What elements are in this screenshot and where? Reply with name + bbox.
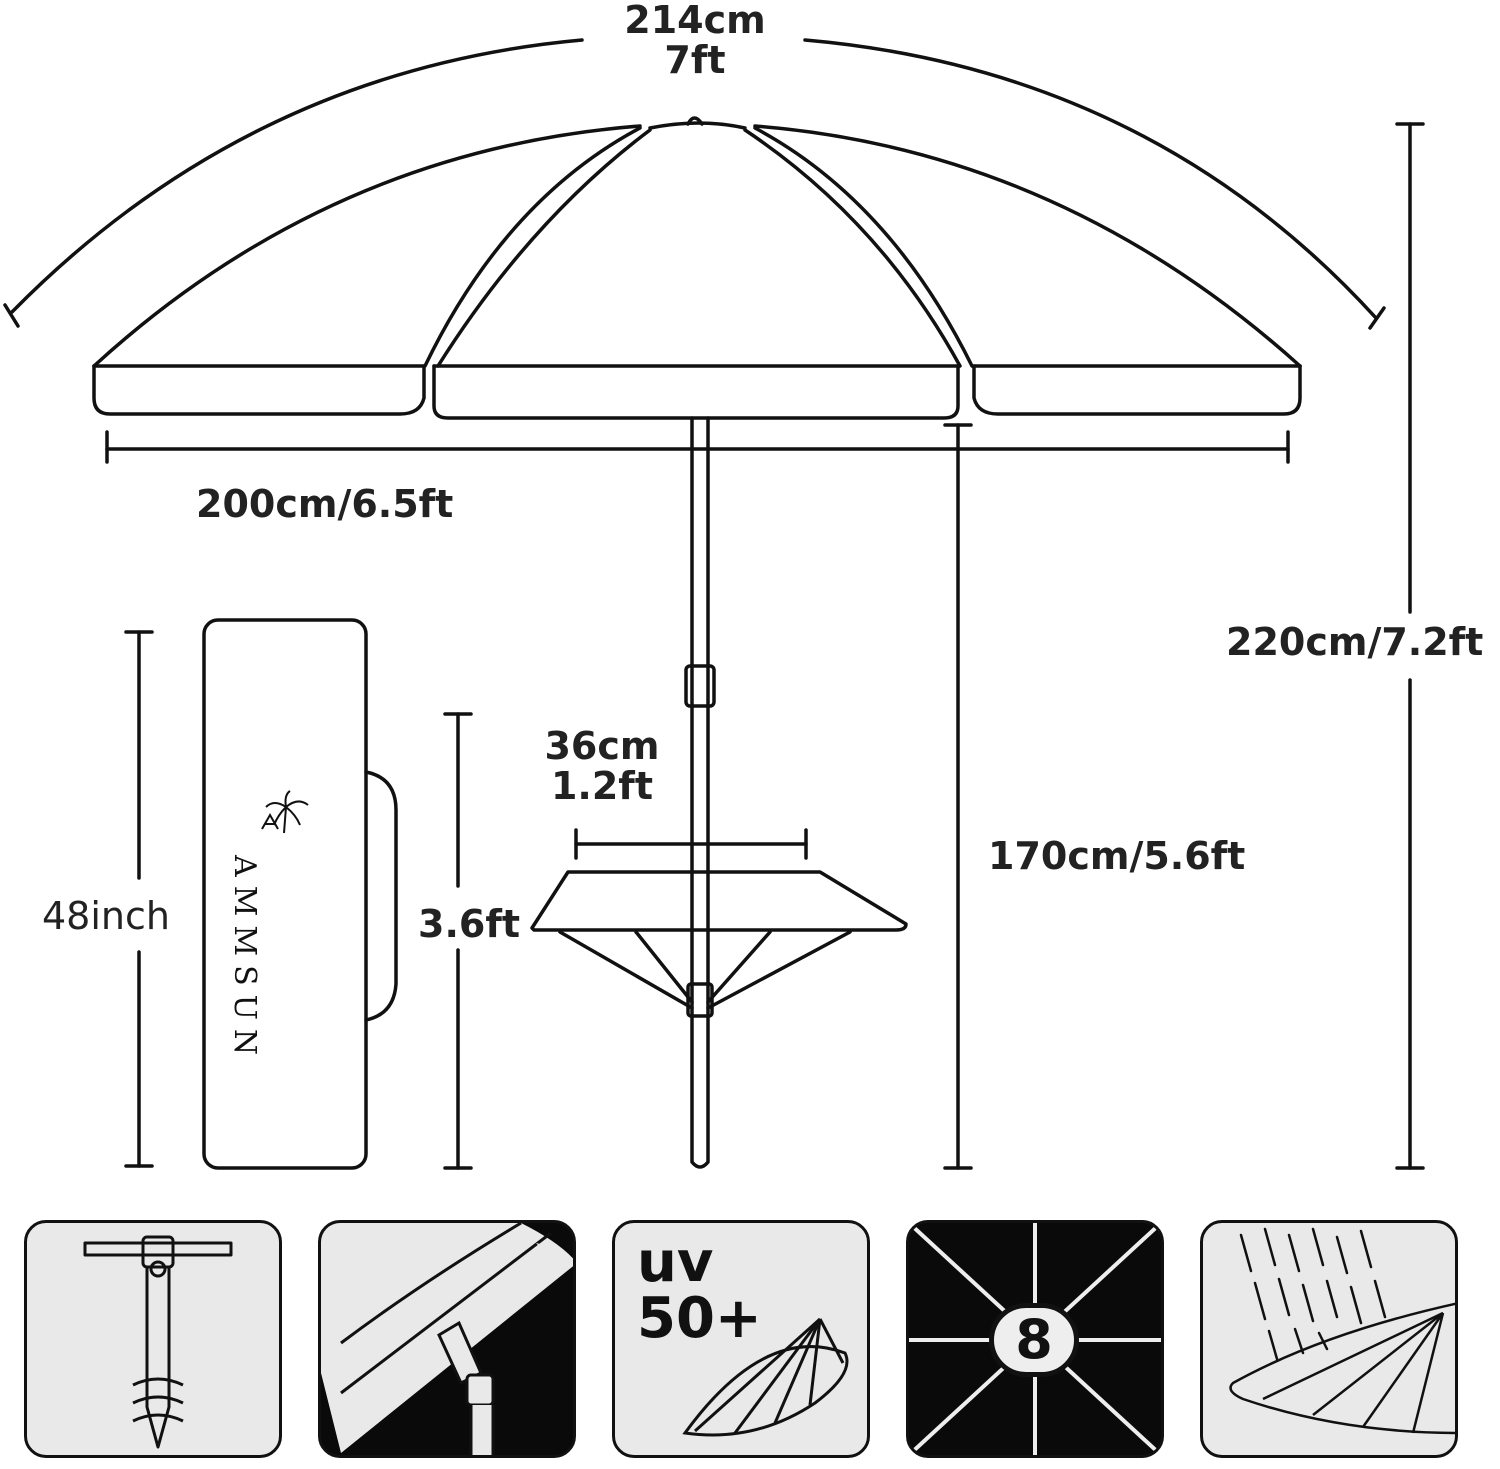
tilt-joint-icon bbox=[321, 1223, 573, 1455]
feature-tile-ribs: 8 bbox=[906, 1220, 1164, 1458]
arc-dimension-left bbox=[10, 38, 584, 314]
umbrella-drawing bbox=[3, 38, 1425, 1170]
folded-height-label: 3.6ft bbox=[418, 902, 521, 946]
uv-value: 50+ bbox=[637, 1286, 762, 1351]
table-width-label: 36cm 1.2ft bbox=[502, 726, 702, 806]
canopy-width-label: 200cm/6.5ft bbox=[196, 482, 454, 526]
feature-tile-tilt bbox=[318, 1220, 576, 1458]
uv-canopy-icon bbox=[682, 1317, 849, 1437]
uv-text: uv bbox=[637, 1230, 714, 1295]
carry-bag bbox=[202, 618, 398, 1170]
table-width-ft: 1.2ft bbox=[550, 764, 653, 808]
total-height-dimension-line bbox=[1395, 122, 1425, 1170]
bag-length-dimension-line bbox=[124, 630, 154, 1168]
folded-height-dimension-line bbox=[443, 712, 473, 1170]
feature-tile-uv: uv 50+ bbox=[612, 1220, 870, 1458]
width-dimension-line bbox=[105, 430, 1290, 464]
feature-tile-sand-anchor bbox=[24, 1220, 282, 1458]
uv-rating: uv 50+ bbox=[637, 1235, 762, 1347]
sand-anchor-icon bbox=[83, 1235, 233, 1449]
palm-tree-logo-icon bbox=[261, 790, 309, 834]
bag-brand-text: AMMSUN bbox=[227, 855, 262, 1065]
canopy-arc-cm: 214cm bbox=[624, 0, 766, 42]
table-width-cm: 36cm bbox=[544, 724, 660, 768]
umbrella-canopy bbox=[92, 116, 1302, 420]
table-width-dimension-line bbox=[574, 828, 808, 860]
arc-dimension-right bbox=[803, 38, 1378, 320]
feature-tile-waterproof bbox=[1200, 1220, 1458, 1458]
canopy-arc-label: 214cm 7ft bbox=[595, 0, 795, 80]
pole-table bbox=[530, 870, 908, 1010]
clearance-height-label: 170cm/5.6ft bbox=[988, 834, 1246, 878]
clearance-height-dimension-line bbox=[943, 423, 973, 1170]
rib-count: 8 bbox=[989, 1303, 1079, 1377]
rain-canopy-icon bbox=[1229, 1227, 1455, 1435]
total-height-label: 220cm/7.2ft bbox=[1226, 620, 1484, 664]
canopy-arc-ft: 7ft bbox=[664, 38, 726, 82]
bag-length-label: 48inch bbox=[42, 894, 170, 938]
